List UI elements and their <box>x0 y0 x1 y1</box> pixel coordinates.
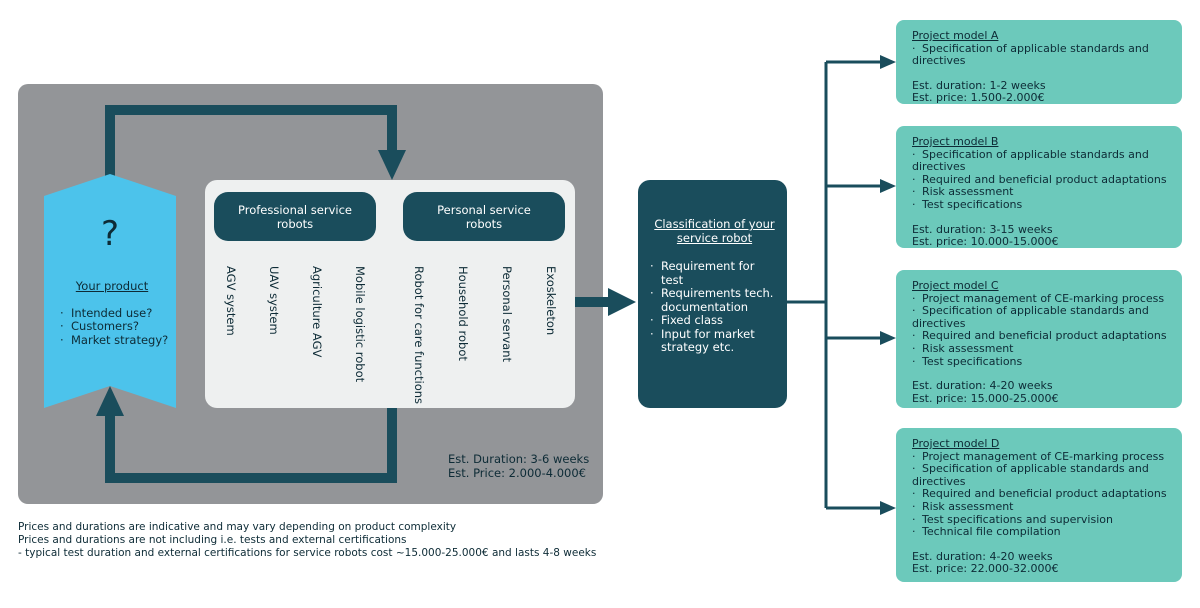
model-item: Test specifications <box>912 198 1182 212</box>
panel-estimate: Est. Duration: 3-6 weeks Est. Price: 2.0… <box>448 452 589 480</box>
model-title: Project model D <box>912 437 1000 450</box>
model-duration: Est. duration: 3-15 weeks <box>912 222 1053 236</box>
model-price: Est. price: 1.500-2.000€ <box>912 91 1045 105</box>
model-item: Specification of applicable standards an… <box>912 42 1182 68</box>
model-items: Specification of applicable standards an… <box>912 42 1182 68</box>
footnote-line: - typical test duration and external cer… <box>18 547 597 559</box>
robot-type-label: AGV system <box>224 266 238 336</box>
project-model-b: Project model B Specification of applica… <box>896 126 1182 248</box>
model-item: Required and beneficial product adaptati… <box>912 488 1182 501</box>
robot-type-label: Exoskeleton <box>544 266 558 336</box>
model-item: Technical file compilation <box>912 526 1182 539</box>
robot-type-label: UAV system <box>267 266 281 335</box>
footnote-line: Prices and durations are not including i… <box>18 534 407 546</box>
footnote-line: Prices and durations are indicative and … <box>18 521 457 533</box>
model-item: Specification of applicable standards an… <box>912 462 1182 488</box>
product-shape <box>44 174 176 408</box>
model-price: Est. price: 15.000-25.000€ <box>912 391 1059 405</box>
model-duration: Est. duration: 4-20 weeks <box>912 549 1053 563</box>
loop-arrow-top-head <box>378 150 406 180</box>
model-item: Specification of applicable standards an… <box>912 148 1182 174</box>
project-model-a: Project model A Specification of applica… <box>896 20 1182 104</box>
personal-robots-pill: Personal service robots <box>403 192 565 241</box>
loop-arrow-bottom <box>105 408 397 483</box>
classification-item: Requirements tech. documentation <box>650 286 780 314</box>
product-title: Your product <box>75 279 149 293</box>
model-title: Project model B <box>912 135 999 148</box>
robot-type-label: Robot for care functions <box>412 266 426 405</box>
product-question: Customers? <box>60 319 170 334</box>
model-item: Required and beneficial product adaptati… <box>912 173 1182 187</box>
robot-type-label: Agriculture AGV <box>310 266 324 358</box>
professional-robots-pill: Professional service robots <box>214 192 376 241</box>
project-model-c: Project model C Project management of CE… <box>896 270 1182 408</box>
classification-item: Fixed class <box>650 313 780 328</box>
panel-price: Est. Price: 2.000-4.000€ <box>448 466 586 480</box>
product-question: Intended use? <box>60 306 170 321</box>
model-price: Est. price: 10.000-15.000€ <box>912 235 1059 249</box>
branch-b-head <box>880 179 896 193</box>
model-title: Project model A <box>912 29 999 42</box>
robot-type-label: Personal servant <box>500 266 514 362</box>
branch-a-head <box>880 55 896 69</box>
branch-c-head <box>880 331 896 345</box>
model-title: Project model C <box>912 279 999 292</box>
professional-robots-label: Professional service robots <box>238 202 352 231</box>
personal-robots-label: Personal service robots <box>437 202 531 231</box>
classification-item: Requirement for test <box>650 259 780 287</box>
model-item: Risk assessment <box>912 186 1182 199</box>
loop-arrow-bottom-head <box>96 386 124 416</box>
model-items: Project management of CE-marking process… <box>912 450 1182 539</box>
model-duration: Est. duration: 4-20 weeks <box>912 379 1053 393</box>
classification-list: Requirement for test Requirements tech. … <box>650 259 780 355</box>
model-item: Risk assessment <box>912 342 1182 356</box>
product-block: Your product Intended use? Customers? Ma… <box>60 279 170 348</box>
model-duration: Est. duration: 1-2 weeks <box>912 78 1046 92</box>
model-items: Specification of applicable standards an… <box>912 148 1182 212</box>
arrow-to-classification-head <box>608 288 636 316</box>
question-mark: ? <box>100 214 120 254</box>
branch-d-head <box>880 501 896 515</box>
model-item: Test specifications and supervision <box>912 513 1182 527</box>
model-item: Risk assessment <box>912 500 1182 514</box>
model-price: Est. price: 22.000-32.000€ <box>912 562 1059 576</box>
model-item: Project management of CE-marking process <box>912 292 1182 306</box>
robot-type-label: Mobile logistic robot <box>353 266 367 383</box>
classification-item: Input for market strategy etc. <box>650 327 780 355</box>
panel-duration: Est. Duration: 3-6 weeks <box>448 452 590 466</box>
classification-title: Classification of your service robot <box>654 217 775 245</box>
loop-arrow-top <box>105 105 397 196</box>
footnote: Prices and durations are indicative and … <box>18 521 596 560</box>
classification-box: Classification of your service robot Req… <box>638 180 787 408</box>
project-model-d: Project model D Project management of CE… <box>896 428 1182 582</box>
model-item: Test specifications <box>912 355 1182 369</box>
model-items: Project management of CE-marking process… <box>912 292 1182 369</box>
model-item: Specification of applicable standards an… <box>912 304 1182 330</box>
model-item: Project management of CE-marking process <box>912 450 1182 464</box>
model-item: Required and beneficial product adaptati… <box>912 330 1182 343</box>
product-question: Market strategy? <box>60 333 170 348</box>
product-questions: Intended use? Customers? Market strategy… <box>60 306 170 348</box>
robot-type-label: Household robot <box>456 266 470 361</box>
